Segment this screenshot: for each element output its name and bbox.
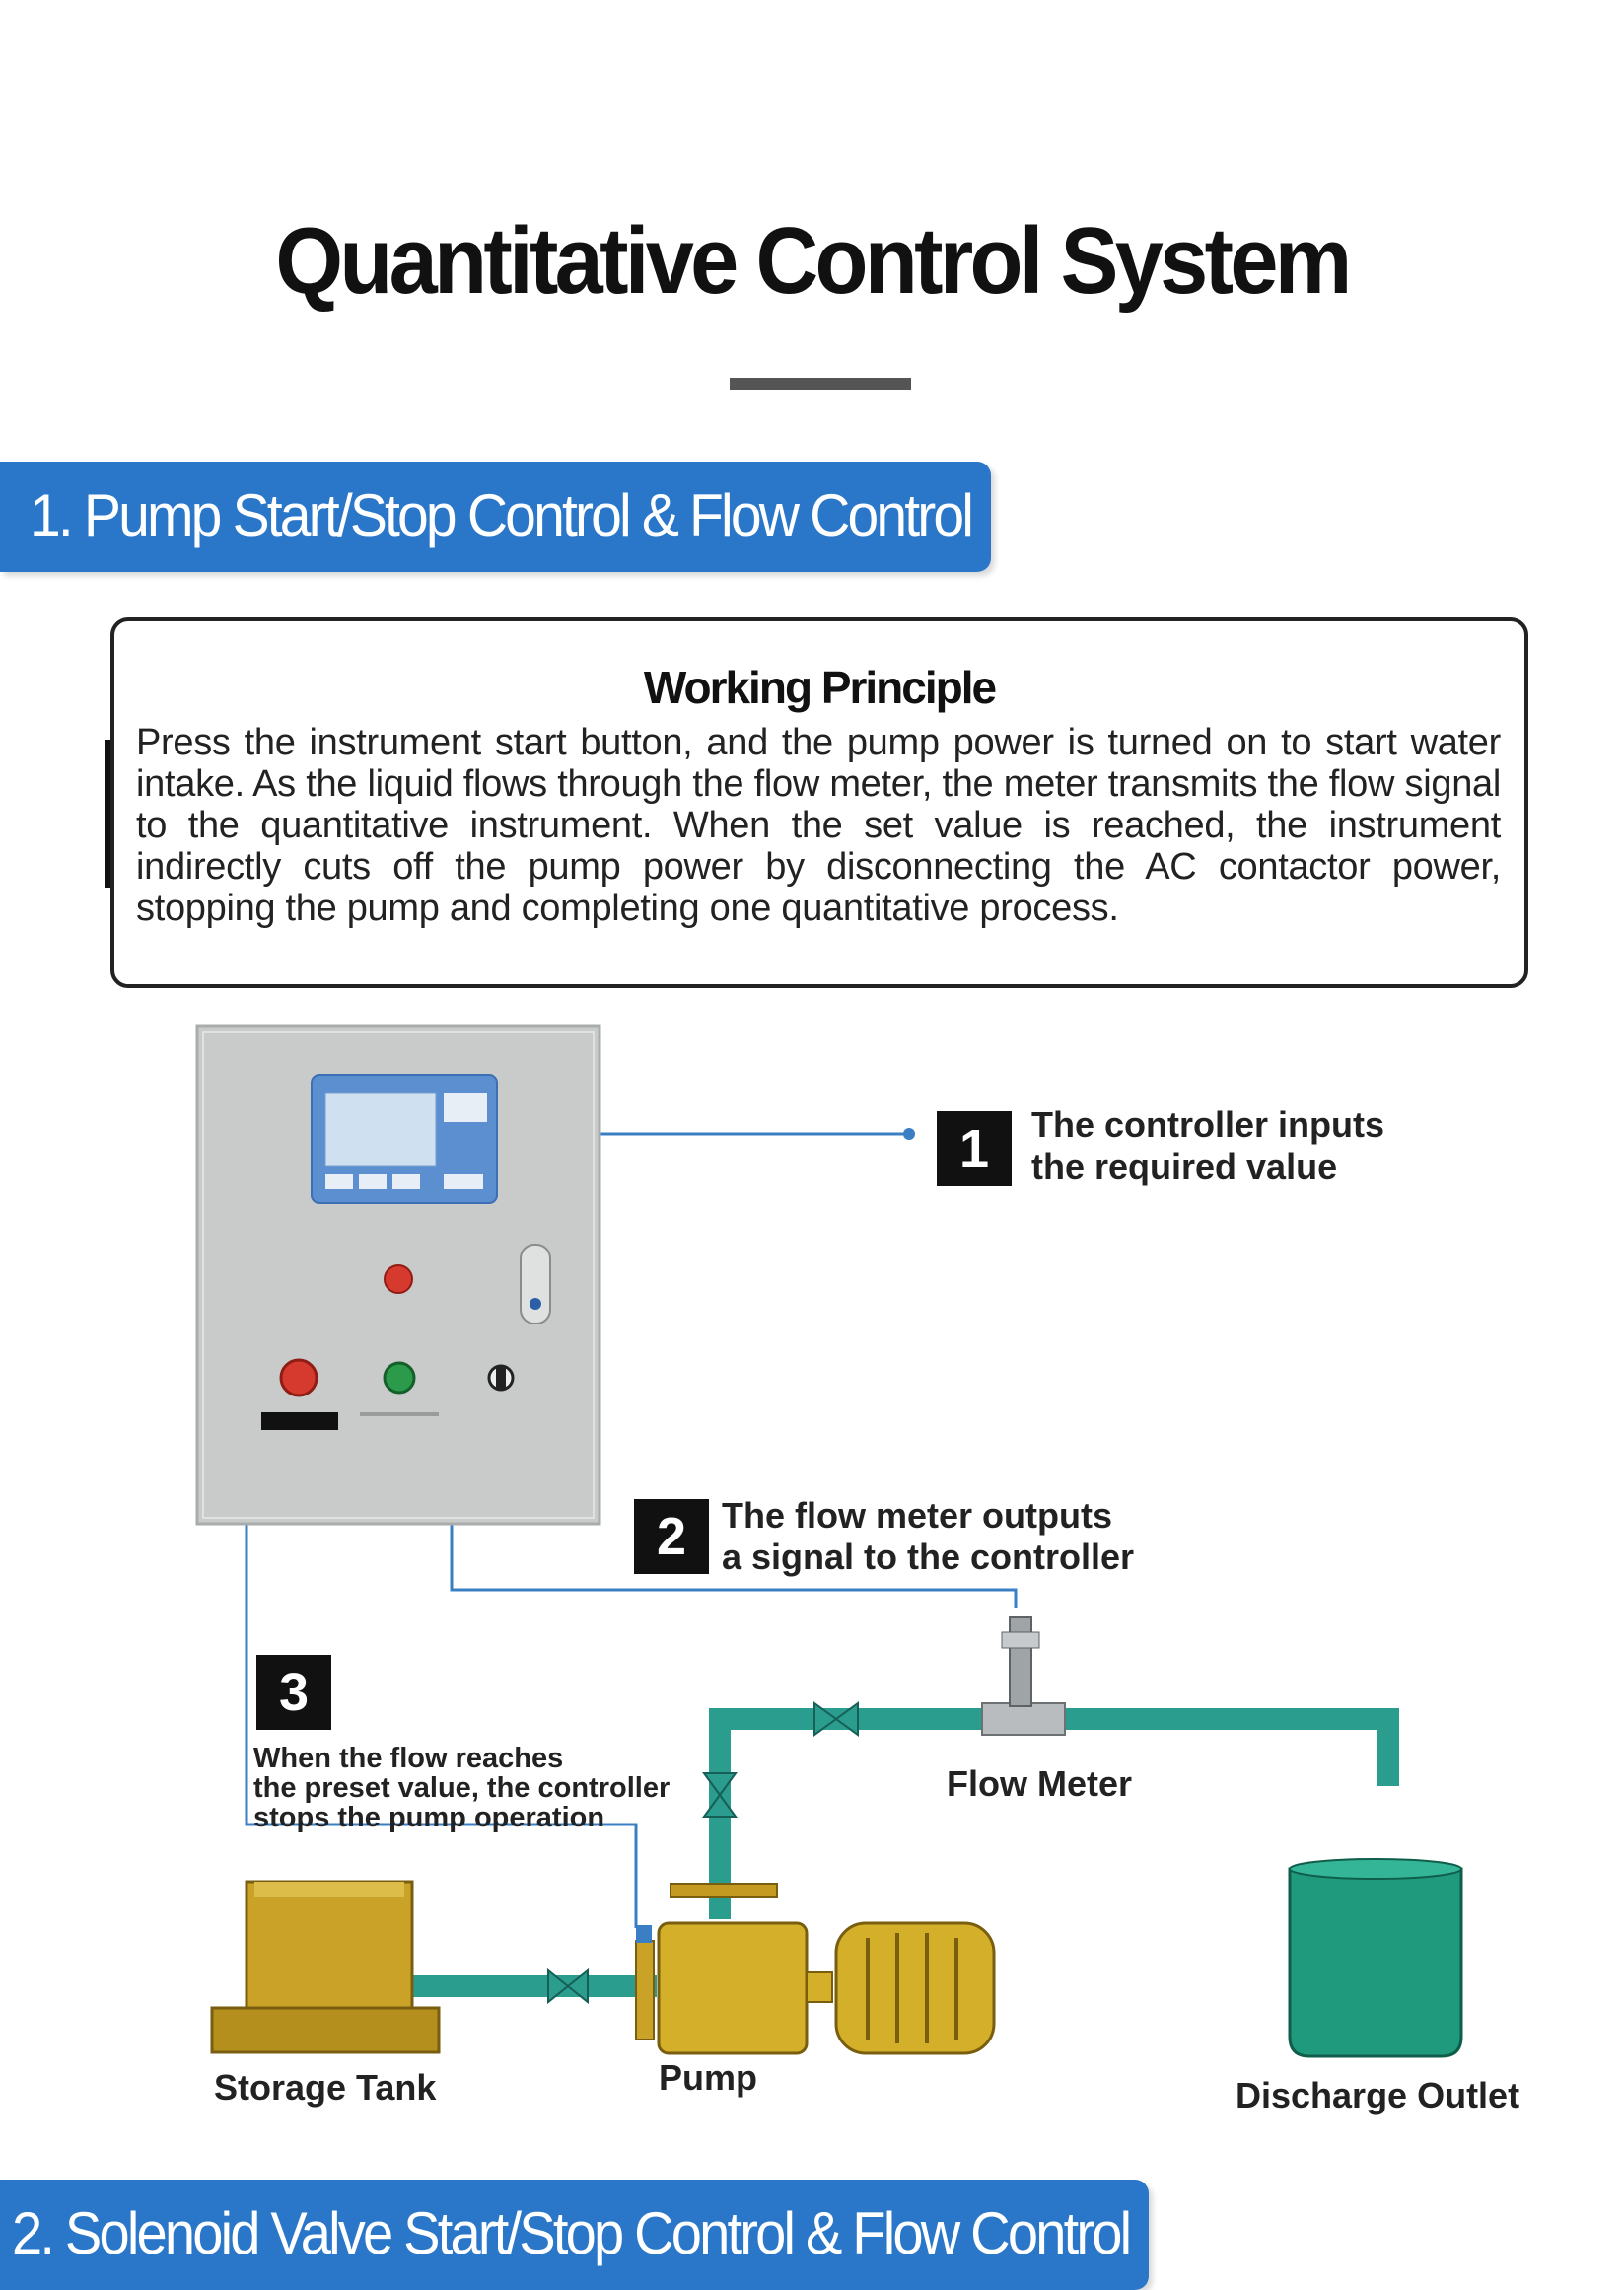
- pump-motor: [834, 1921, 996, 2055]
- pump-label: Pump: [659, 2057, 758, 2098]
- title-divider: [730, 378, 911, 390]
- working-principle-box: Working Principle Press the instrument s…: [110, 617, 1528, 988]
- emergency-stop-button: [279, 1358, 318, 1397]
- step-3-line-3: stops the pump operation: [253, 1802, 605, 1833]
- section-2-heading: 2. Solenoid Valve Start/Stop Control & F…: [12, 2200, 1132, 2266]
- page-title: Quantitative Control System: [275, 208, 1352, 314]
- section-1-heading: 1. Pump Start/Stop Control & Flow Contro…: [30, 482, 974, 548]
- start-button-green: [383, 1361, 416, 1395]
- flow-meter-body: [981, 1702, 1066, 1736]
- pump-flange: [635, 1940, 655, 2040]
- pump-body: [657, 1921, 809, 2055]
- step-3-line-1: When the flow reaches: [253, 1743, 564, 1774]
- step-2-number: 2: [634, 1499, 709, 1574]
- storage-tank-label: Storage Tank: [214, 2067, 437, 2108]
- step-1-number: 1: [937, 1111, 1012, 1186]
- step-1-text: The controller inputs the required value: [1031, 1105, 1384, 1187]
- section-1-banner: 1. Pump Start/Stop Control & Flow Contro…: [0, 462, 991, 572]
- wire-flow-meter-signal: [450, 1524, 1018, 1608]
- indicator-light-red: [384, 1264, 413, 1294]
- step-2-line-2: a signal to the controller: [722, 1537, 1135, 1577]
- storage-tank: [245, 1880, 414, 2012]
- input-node: [903, 1128, 915, 1140]
- working-principle-text: Press the instrument start button, and t…: [136, 722, 1501, 929]
- working-principle-title: Working Principle: [643, 662, 997, 713]
- discharge-outlet-tank: [1288, 1867, 1463, 2058]
- step-3-text: When the flow reaches the preset value, …: [253, 1744, 670, 1832]
- flow-meter-label: Flow Meter: [947, 1763, 1133, 1804]
- step-3-line-2: the preset value, the controller: [253, 1772, 671, 1804]
- wire-pump-stop: [245, 1524, 638, 1928]
- step-3-number: 3: [256, 1655, 331, 1730]
- step-1-line-1: The controller inputs: [1031, 1105, 1385, 1145]
- section-2-banner: 2. Solenoid Valve Start/Stop Control & F…: [0, 2180, 1149, 2290]
- pipe-main: [709, 1708, 1399, 1919]
- step-1-line-2: the required value: [1031, 1146, 1338, 1186]
- step-2-text: The flow meter outputs a signal to the c…: [722, 1495, 1134, 1578]
- discharge-outlet-label: Discharge Outlet: [1236, 2075, 1520, 2115]
- cabinet-handle: [520, 1244, 551, 1324]
- step-2-line-1: The flow meter outputs: [722, 1495, 1112, 1536]
